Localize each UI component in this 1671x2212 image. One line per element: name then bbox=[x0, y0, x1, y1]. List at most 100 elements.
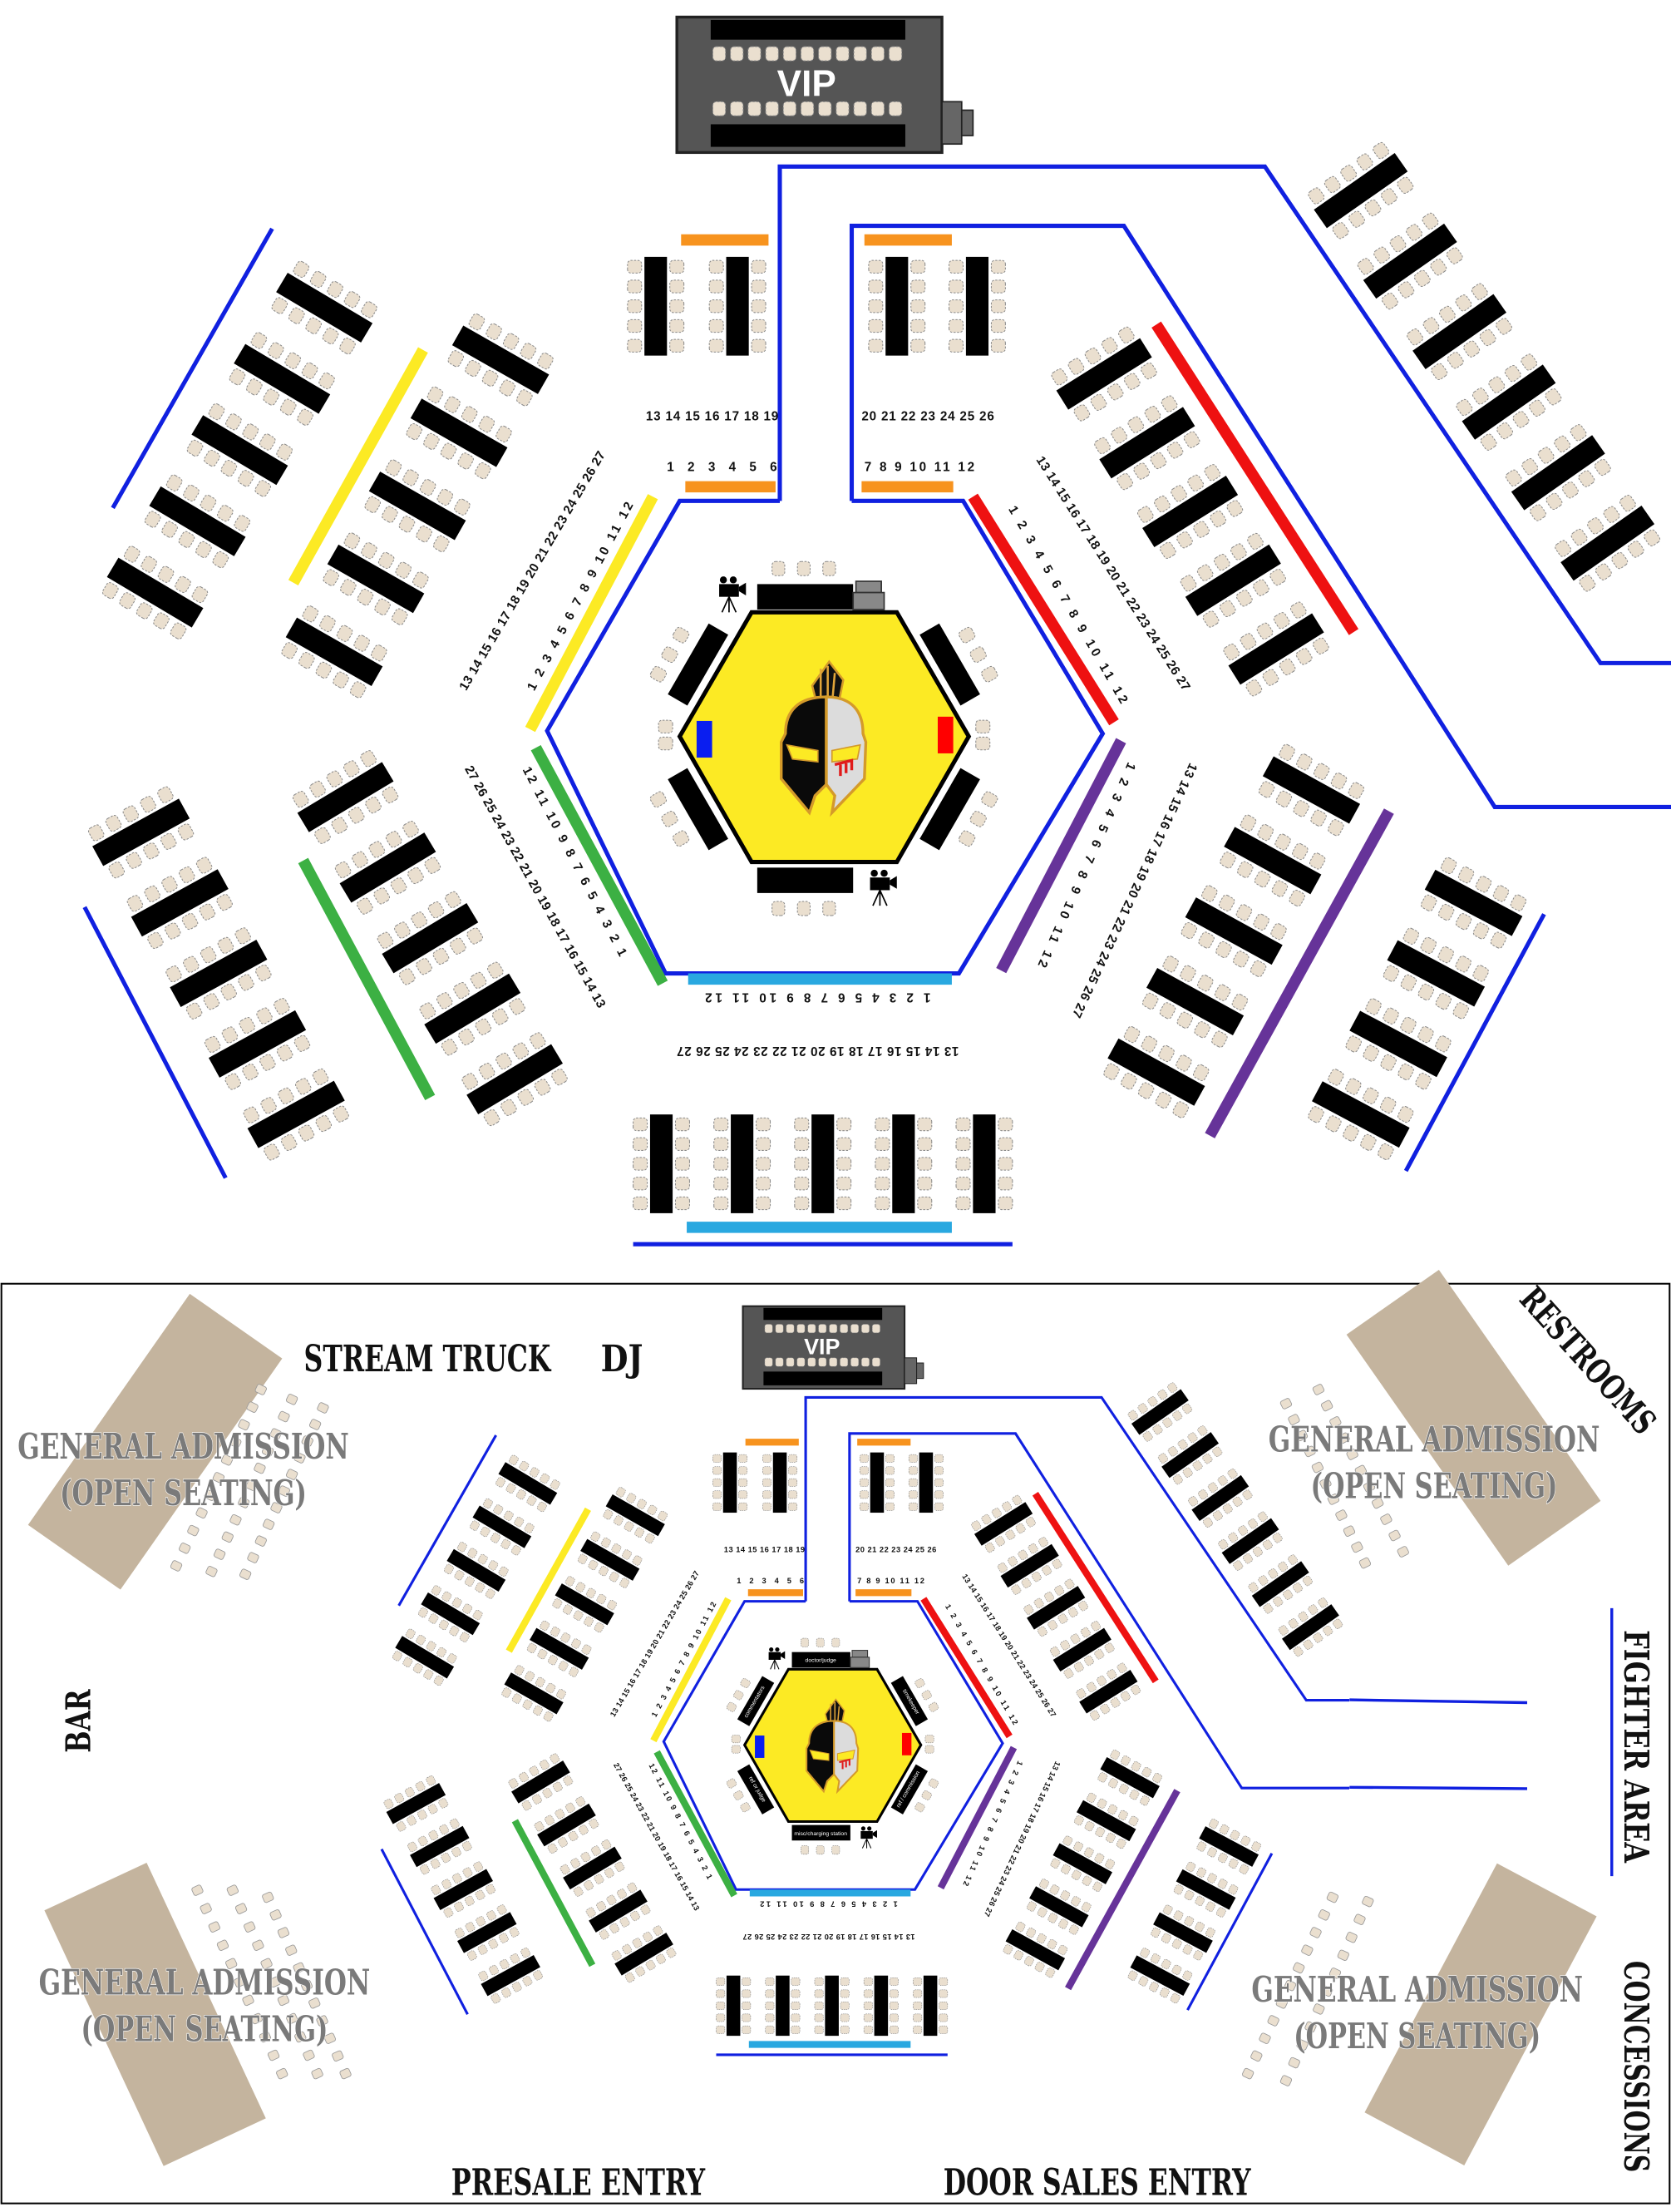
chair-icon bbox=[1270, 923, 1287, 941]
chair-icon bbox=[1456, 398, 1473, 417]
chair-icon bbox=[1417, 1026, 1434, 1044]
chair-icon bbox=[382, 506, 398, 523]
chair-icon bbox=[1293, 1962, 1305, 1974]
chair-icon bbox=[818, 101, 832, 116]
chair-icon bbox=[1308, 1106, 1324, 1123]
table bbox=[191, 415, 288, 486]
table bbox=[382, 902, 479, 974]
chair-icon bbox=[1262, 669, 1279, 686]
door-sales-entry-label[interactable]: DOOR SALES ENTRY bbox=[944, 2161, 1251, 2204]
chair-icon bbox=[1250, 960, 1267, 977]
chair-icon bbox=[343, 291, 361, 309]
dj-label: DJ bbox=[601, 1338, 643, 1380]
chair-icon bbox=[1619, 494, 1636, 512]
walkway-line bbox=[1349, 1785, 1528, 1790]
chair-icon bbox=[1345, 1035, 1362, 1053]
table-block bbox=[126, 857, 233, 950]
chair-icon bbox=[1231, 993, 1249, 1011]
chair-icon bbox=[1180, 575, 1197, 592]
chair-icon bbox=[382, 786, 399, 804]
chair-icon bbox=[424, 857, 441, 874]
chair-icon bbox=[195, 541, 212, 559]
chair-icon bbox=[658, 736, 673, 751]
chair-icon bbox=[333, 671, 349, 689]
chair-icon bbox=[183, 484, 200, 502]
chair-icon bbox=[373, 887, 391, 905]
chair-icon bbox=[1242, 2067, 1254, 2080]
chair-icon bbox=[1479, 328, 1496, 347]
fight-ring[interactable] bbox=[649, 560, 999, 916]
table-block bbox=[1345, 998, 1452, 1090]
chair-icon bbox=[1295, 648, 1313, 665]
table-block bbox=[633, 1114, 690, 1213]
chair-icon bbox=[1253, 913, 1270, 931]
chair-icon bbox=[534, 1079, 551, 1096]
chair-icon bbox=[1127, 416, 1145, 433]
chair-icon bbox=[1319, 1477, 1332, 1489]
row-numbers: 13 14 15 16 17 18 19 20 21 22 23 24 25 2… bbox=[677, 1044, 959, 1058]
table bbox=[644, 256, 668, 356]
chair-icon bbox=[1475, 876, 1492, 893]
chair-icon bbox=[475, 1018, 492, 1035]
chair-icon bbox=[1397, 176, 1414, 194]
chair-icon bbox=[1275, 790, 1293, 808]
chair-icon bbox=[495, 1052, 512, 1070]
chair-icon bbox=[1365, 998, 1382, 1015]
chair-icon bbox=[297, 408, 313, 426]
chair-icon bbox=[1383, 965, 1400, 982]
chair-icon bbox=[875, 1157, 890, 1171]
chair-icon bbox=[998, 1157, 1013, 1171]
chair-icon bbox=[868, 279, 884, 294]
chair-icon bbox=[244, 1921, 256, 1933]
chair-icon bbox=[395, 561, 412, 579]
chair-icon bbox=[356, 897, 373, 915]
chair-icon bbox=[322, 327, 339, 345]
chair-icon bbox=[260, 1097, 277, 1114]
chair-icon bbox=[242, 1994, 254, 2007]
table-block bbox=[1308, 141, 1414, 239]
chair-icon bbox=[200, 1903, 212, 1914]
chair-icon bbox=[298, 1124, 315, 1142]
chair-icon bbox=[1327, 1494, 1340, 1505]
chair-icon bbox=[1537, 447, 1555, 464]
chair-icon bbox=[394, 921, 411, 939]
chair-icon bbox=[1172, 1101, 1190, 1118]
presale-entry-label[interactable]: PRESALE ENTRY bbox=[451, 2161, 706, 2204]
table bbox=[410, 398, 508, 467]
chair-icon bbox=[323, 569, 339, 586]
chair-icon bbox=[175, 575, 191, 593]
chair-icon bbox=[1521, 458, 1539, 476]
table bbox=[247, 1080, 345, 1148]
chair-icon bbox=[661, 646, 678, 664]
chair-icon bbox=[1545, 492, 1563, 511]
seating-section bbox=[1308, 141, 1661, 592]
chair-icon bbox=[352, 851, 368, 868]
chair-icon bbox=[487, 961, 504, 979]
chair-icon bbox=[391, 608, 408, 625]
chair-icon bbox=[105, 814, 122, 832]
chair-icon bbox=[836, 1157, 852, 1171]
chair-icon bbox=[1446, 247, 1463, 264]
table-block bbox=[875, 1114, 933, 1213]
chair-icon bbox=[1480, 433, 1497, 451]
chair-icon bbox=[1274, 833, 1291, 851]
vip-section[interactable]: VIP bbox=[675, 15, 974, 155]
table-block bbox=[243, 1068, 349, 1161]
chair-icon bbox=[1330, 773, 1348, 790]
chair-icon bbox=[261, 1445, 274, 1457]
chair-icon bbox=[1335, 1509, 1348, 1521]
video-camera-icon bbox=[870, 869, 897, 906]
chair-icon bbox=[1121, 1073, 1137, 1090]
chair-icon bbox=[1397, 1063, 1414, 1081]
chair-icon bbox=[1328, 1069, 1344, 1086]
chair-icon bbox=[756, 1196, 771, 1211]
chair-icon bbox=[998, 1196, 1013, 1211]
chair-icon bbox=[449, 937, 466, 955]
chair-icon bbox=[1309, 852, 1326, 870]
chair-icon bbox=[1321, 1985, 1333, 1997]
chair-icon bbox=[1363, 1481, 1376, 1493]
chair-icon bbox=[1107, 383, 1124, 401]
chair-icon bbox=[269, 1976, 281, 1988]
seating-diagram-detail: VIP bbox=[82, 15, 1671, 1247]
table bbox=[726, 256, 749, 356]
